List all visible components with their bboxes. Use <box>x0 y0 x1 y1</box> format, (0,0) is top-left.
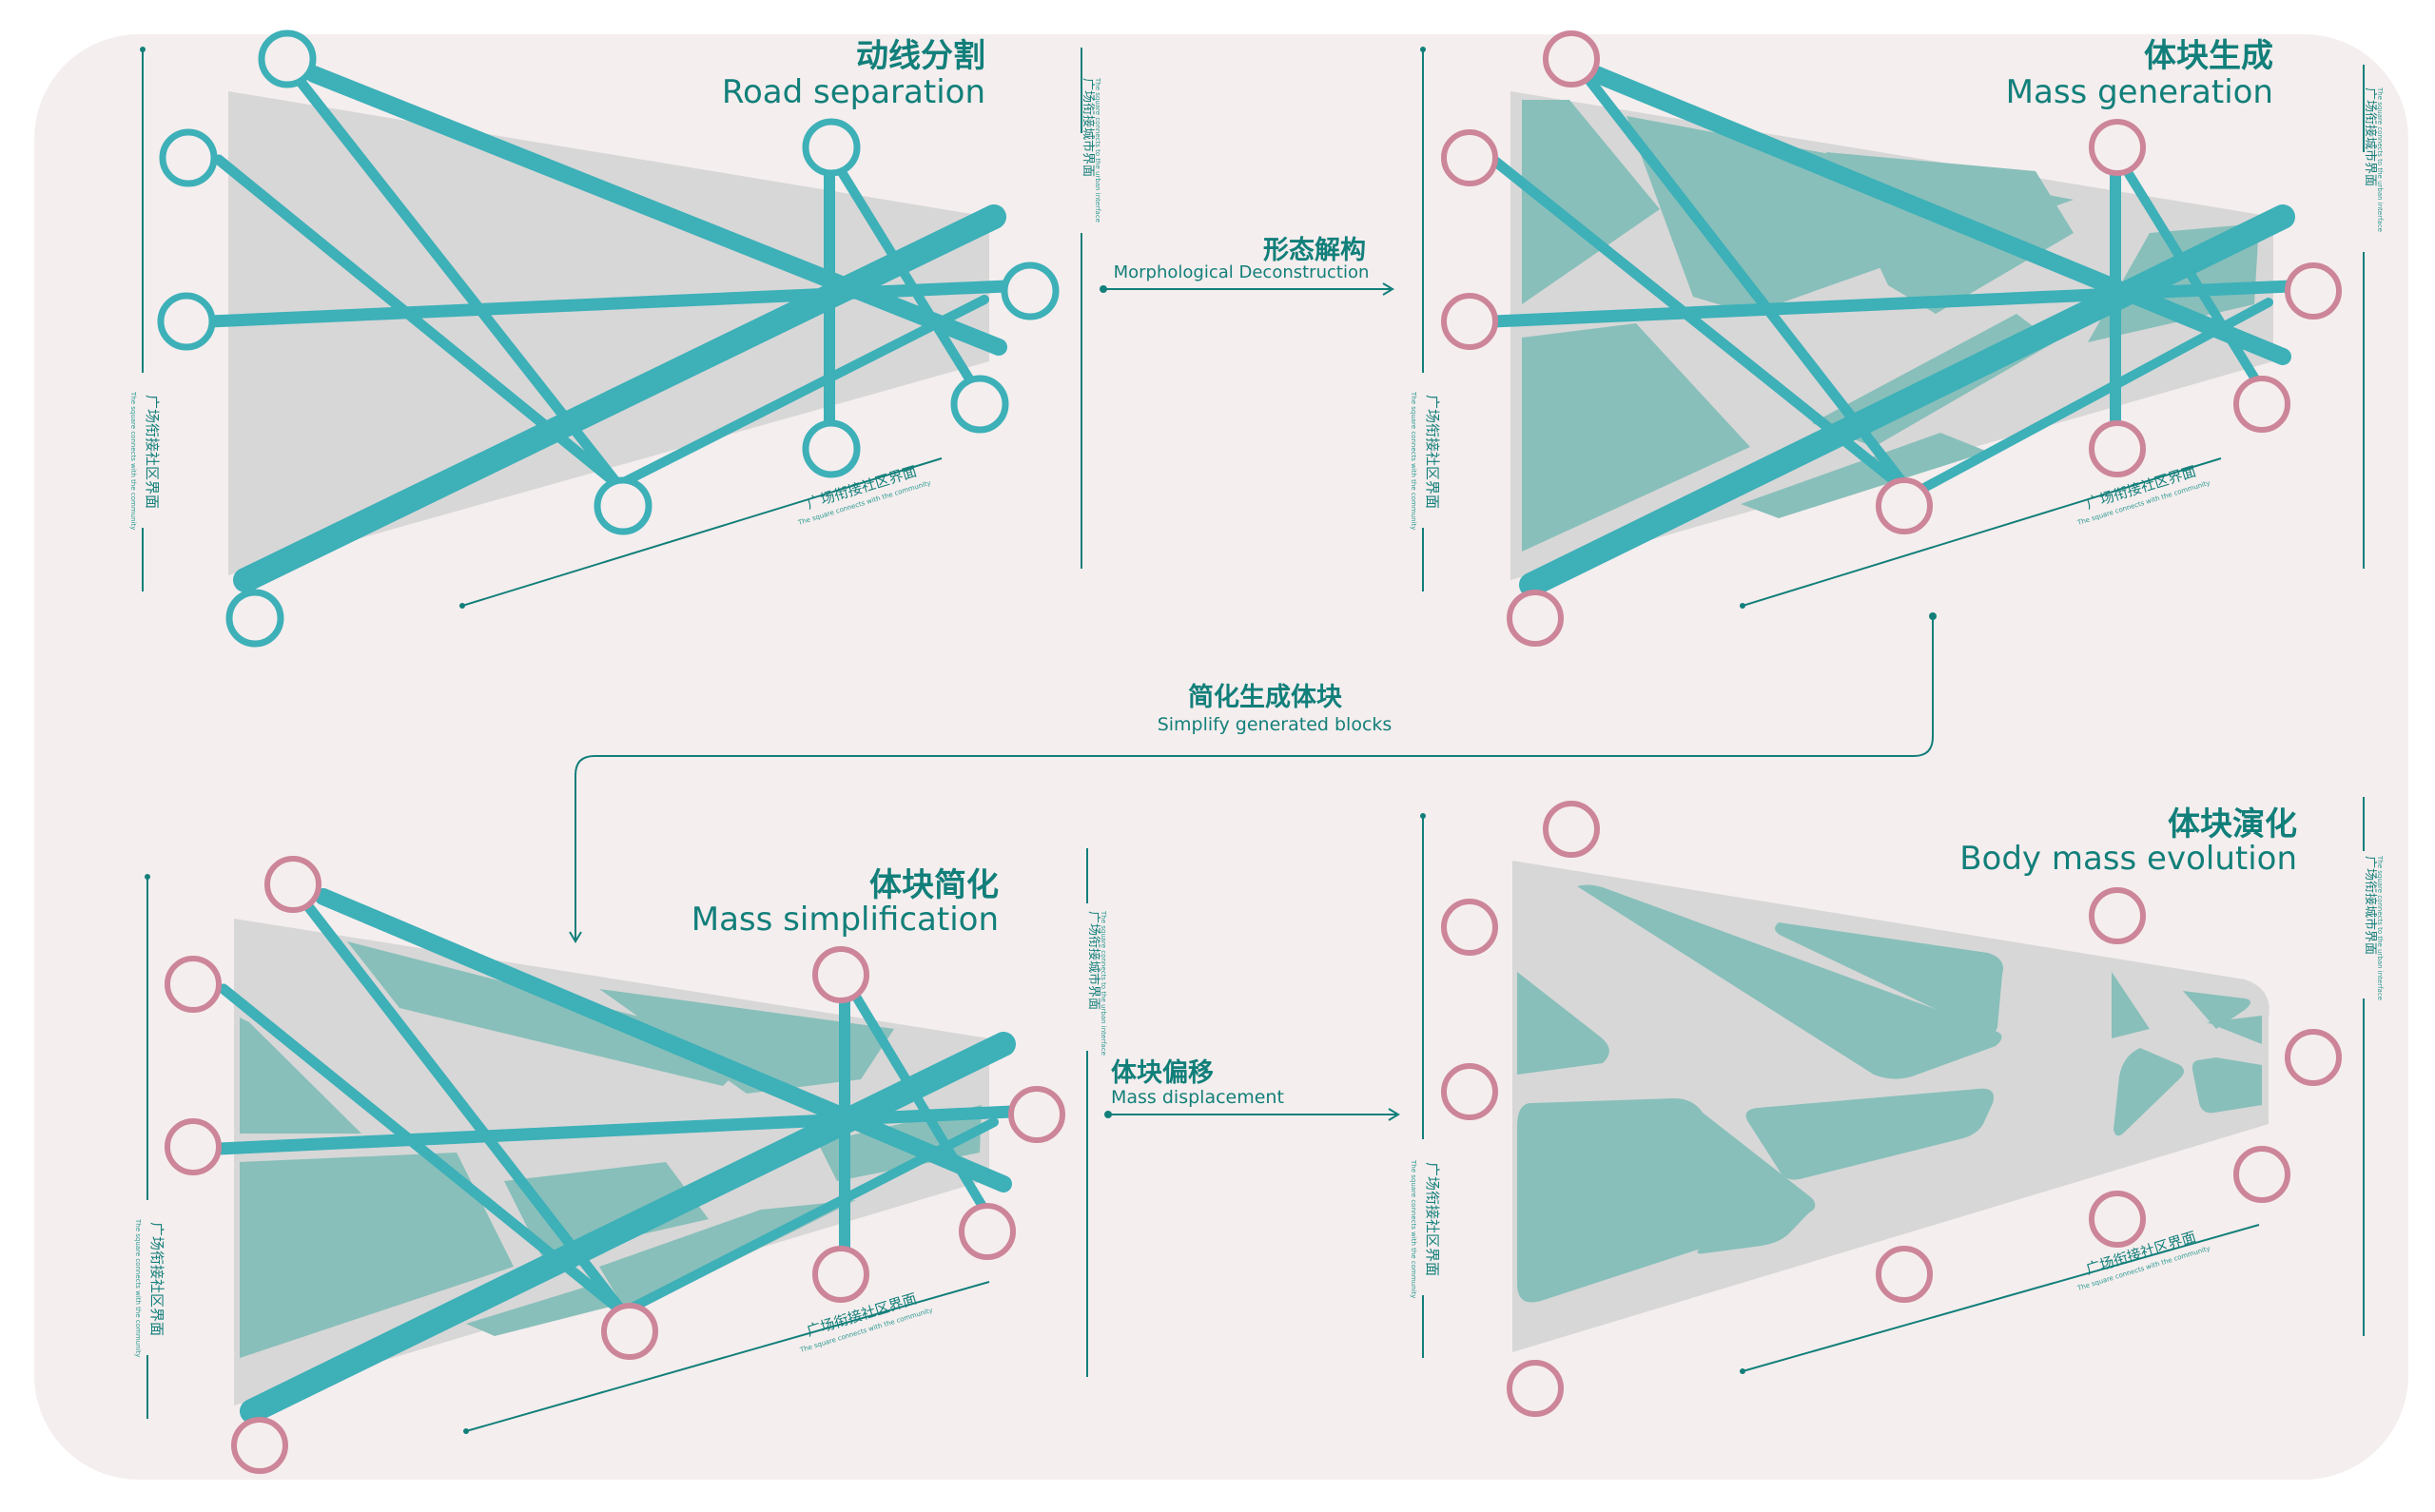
entry-nodes <box>1441 801 2342 1417</box>
node-circle <box>1001 262 1060 320</box>
panel-title-en: Mass generation <box>2006 73 2273 111</box>
edge-right: 广场衔接城市界面 The square connects to the urba… <box>2363 65 2384 569</box>
edge-label-cn: 广场衔接城市界面 <box>2363 856 2378 955</box>
panel-title-cn: 动线分割 <box>856 37 985 75</box>
node-circle <box>1441 293 1498 350</box>
entry-nodes <box>165 856 1065 1474</box>
arrowhead-icon <box>1382 282 1394 296</box>
node-circle <box>225 589 284 648</box>
arrow-simplify-generated-blocks: 简化生成体块 Simplify generated blocks <box>569 612 1937 943</box>
edge-label-cn: 广场衔接社区界面 <box>1424 1162 1441 1276</box>
arrow-label-cn: 形态解构 <box>1263 236 1366 265</box>
edge-left: 广场衔接社区界面 The square connects with the co… <box>134 874 166 1419</box>
node-circle <box>2285 262 2342 320</box>
entry-nodes <box>157 29 1060 648</box>
node-circle <box>959 1203 1016 1260</box>
node-circle <box>802 118 861 177</box>
node-circle <box>2089 420 2146 477</box>
road-lines <box>212 883 1039 1424</box>
panel-title-en: Mass simplification <box>692 901 999 939</box>
node-circle <box>812 946 869 1003</box>
arrowhead-icon <box>1388 1108 1400 1121</box>
node-circle <box>1507 590 1564 647</box>
edge-label-en: The square connects to the urban interfa… <box>1100 910 1107 1056</box>
node-circle <box>159 128 218 187</box>
mass-blocks <box>1517 884 2262 1303</box>
edge-label-cn: 广场衔接城市界面 <box>1086 911 1101 1010</box>
node-circle <box>165 1118 222 1175</box>
edge-label-en: The square connects to the urban interfa… <box>1094 77 1101 223</box>
edge-label-cn: 广场衔接社区界面 <box>148 1222 166 1336</box>
edge-label-en: The square connects with the community <box>134 1218 142 1357</box>
edge-label-en: The square connects to the urban interfa… <box>2376 87 2384 232</box>
node-circle <box>264 856 321 913</box>
panel-road-separation: 动线分割 Road separation 广场衔接社区界面 The square… <box>129 29 1101 648</box>
road-lines <box>203 63 1034 592</box>
edge-right: 广场衔接城市界面 The square connects to the urba… <box>2363 797 2384 1336</box>
node-circle <box>601 1303 658 1360</box>
node-circle <box>2089 887 2146 944</box>
node-circle <box>2285 1029 2342 1086</box>
panel-title-cn: 体块生成 <box>2144 37 2273 75</box>
node-circle <box>157 292 216 351</box>
node-circle <box>1543 801 1600 858</box>
panel-body-mass-evolution: 体块演化 Body mass evolution 广场衔接社区界面 The sq… <box>1410 797 2384 1417</box>
edge-label-en: The square connects to the urban interfa… <box>2376 855 2384 1000</box>
node-circle <box>802 419 861 478</box>
node-circle <box>231 1417 288 1474</box>
edge-label-cn: 广场衔接城市界面 <box>2363 87 2378 186</box>
arrow-label-cn: 体块偏移 <box>1111 1058 1214 1088</box>
edge-right: 广场衔接城市界面 The square connects to the urba… <box>1081 48 1101 569</box>
node-circle <box>2089 1191 2146 1248</box>
panel-mass-simplification: 体块简化 Mass simplification 广场衔接社区界面 The sq… <box>134 848 1107 1474</box>
node-circle <box>812 1246 869 1303</box>
node-circle <box>1876 1246 1933 1303</box>
arrow-label-en: Morphological Deconstruction <box>1114 262 1370 282</box>
edge-label-cn: 广场衔接城市界面 <box>1081 78 1096 177</box>
arrow-label-cn: 简化生成体块 <box>1188 682 1343 712</box>
edge-left: 广场衔接社区界面 The square connects with the co… <box>129 47 161 591</box>
arrow-label-en: Mass displacement <box>1111 1087 1284 1108</box>
entry-nodes <box>1441 30 2342 647</box>
edge-right: 广场衔接城市界面 The square connects to the urba… <box>1086 848 1107 1377</box>
arrow-label-en: Simplify generated blocks <box>1158 714 1393 735</box>
node-circle <box>1507 1360 1564 1417</box>
node-circle <box>1876 477 1933 534</box>
edge-left: 广场衔接社区界面 The square connects with the co… <box>1410 47 1441 591</box>
panel-title-en: Road separation <box>722 73 985 111</box>
node-circle <box>165 956 222 1013</box>
arrow-mass-displacement: 体块偏移 Mass displacement <box>1104 1058 1400 1121</box>
node-circle <box>2233 1146 2290 1203</box>
node-circle <box>1543 30 1600 87</box>
panel-title-cn: 体块演化 <box>2168 805 2297 843</box>
site-plate <box>228 91 989 575</box>
node-circle <box>950 375 1009 434</box>
arrow-morphological-deconstruction: 形态解构 Morphological Deconstruction <box>1100 236 1394 296</box>
panel-title-en: Body mass evolution <box>1959 840 2297 878</box>
node-circle <box>1441 1063 1498 1120</box>
node-circle <box>1441 129 1498 186</box>
node-circle <box>594 476 653 535</box>
node-circle <box>1441 899 1498 956</box>
road-lines <box>1487 61 2318 597</box>
edge-left: 广场衔接社区界面 The square connects with the co… <box>1410 813 1441 1358</box>
node-circle <box>2089 119 2146 176</box>
panel-mass-generation: 体块生成 Mass generation 广场衔接社区界面 The square… <box>1410 30 2384 647</box>
node-circle <box>1008 1086 1065 1143</box>
node-circle <box>2233 376 2290 433</box>
edge-label-en: The square connects with the community <box>129 391 137 530</box>
edge-label-cn: 广场衔接社区界面 <box>144 395 161 509</box>
arrowhead-icon <box>569 931 582 943</box>
edge-label-cn: 广场衔接社区界面 <box>1424 395 1441 509</box>
edge-label-en: The square connects with the community <box>1410 391 1417 530</box>
node-circle <box>258 29 317 88</box>
panel-title-cn: 体块简化 <box>869 866 999 904</box>
edge-label-en: The square connects with the community <box>1410 1159 1417 1298</box>
